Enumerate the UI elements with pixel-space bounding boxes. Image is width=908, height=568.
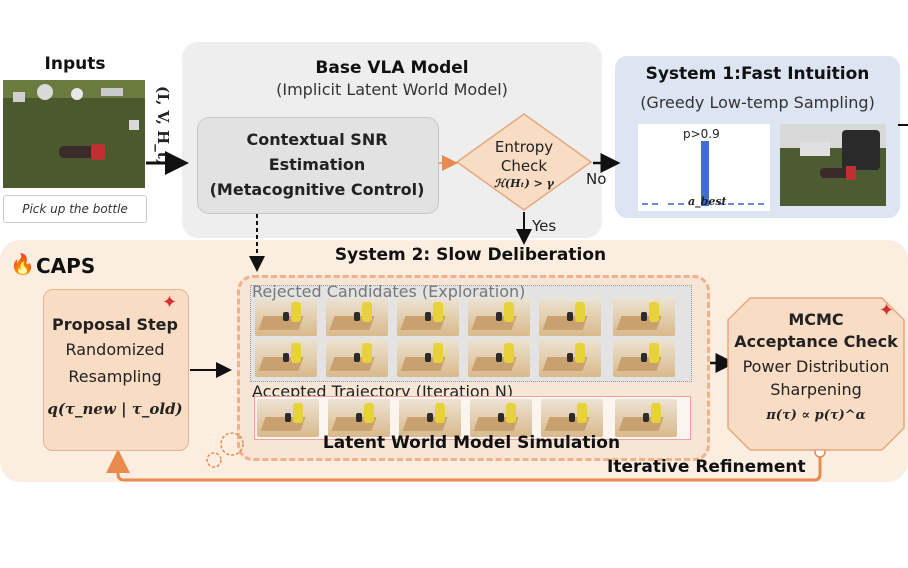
- best-action-label: a_best: [688, 195, 727, 208]
- best-action-bar: [701, 141, 709, 206]
- base-vla-subtitle: (Implicit Latent World Model): [276, 80, 508, 99]
- accepted-trajectory-box: [254, 396, 691, 440]
- entropy-line2: Check: [500, 157, 548, 175]
- entropy-formula: ℋ(Hₜ) > γ: [494, 177, 554, 190]
- proposal-formula: q(τ_new | τ_old): [47, 400, 183, 418]
- entropy-diamond: [455, 113, 593, 211]
- mcmc-line2: Sharpening: [770, 380, 862, 399]
- system2-title: System 2: Slow Deliberation: [334, 245, 607, 265]
- star-icon-mcmc: ✦: [879, 300, 895, 321]
- snr-line1: Contextual SNR: [246, 130, 388, 149]
- rejected-label: Rejected Candidates (Exploration): [252, 282, 526, 301]
- rejected-candidates-box: [250, 285, 692, 382]
- probability-plot: [638, 124, 770, 211]
- simulation-label: Latent World Model Simulation: [322, 433, 621, 453]
- mcmc-title2: Acceptance Check: [734, 332, 898, 351]
- entropy-line1: Entropy: [494, 138, 554, 156]
- mcmc-box: [727, 297, 905, 451]
- fire-icon: 🔥: [10, 252, 35, 276]
- mcmc-title1: MCMC: [788, 310, 844, 329]
- base-vla-title: Base VLA Model: [315, 58, 469, 78]
- yes-label: Yes: [532, 217, 557, 235]
- inputs-title: Inputs: [44, 54, 106, 74]
- proposal-line2: Resampling: [68, 367, 162, 386]
- snr-estimation-box: [197, 117, 439, 214]
- snr-line2: Estimation: [268, 155, 366, 174]
- star-icon: ✦: [162, 292, 178, 313]
- prob-label: p>0.9: [683, 127, 720, 141]
- mcmc-formula: π(τ) ∝ p(τ)^α: [766, 408, 866, 423]
- proposal-step-box: [43, 289, 189, 451]
- snr-line3: (Metacognitive Control): [209, 180, 425, 199]
- system1-subtitle: (Greedy Low-temp Sampling): [640, 93, 875, 112]
- no-label: No: [586, 170, 607, 188]
- refinement-label: Iterative Refinement: [607, 457, 806, 477]
- caps-title: CAPS: [36, 254, 96, 278]
- proposal-line1: Randomized: [65, 340, 165, 359]
- bubble-decoration: [206, 432, 244, 468]
- robot-image: [780, 124, 886, 206]
- proposal-title: Proposal Step: [52, 315, 178, 334]
- instruction-caption: Pick up the bottle: [3, 195, 147, 223]
- input-scene-image: [3, 80, 145, 188]
- mcmc-line1: Power Distribution: [742, 357, 890, 376]
- system1-title: System 1:Fast Intuition: [645, 64, 870, 84]
